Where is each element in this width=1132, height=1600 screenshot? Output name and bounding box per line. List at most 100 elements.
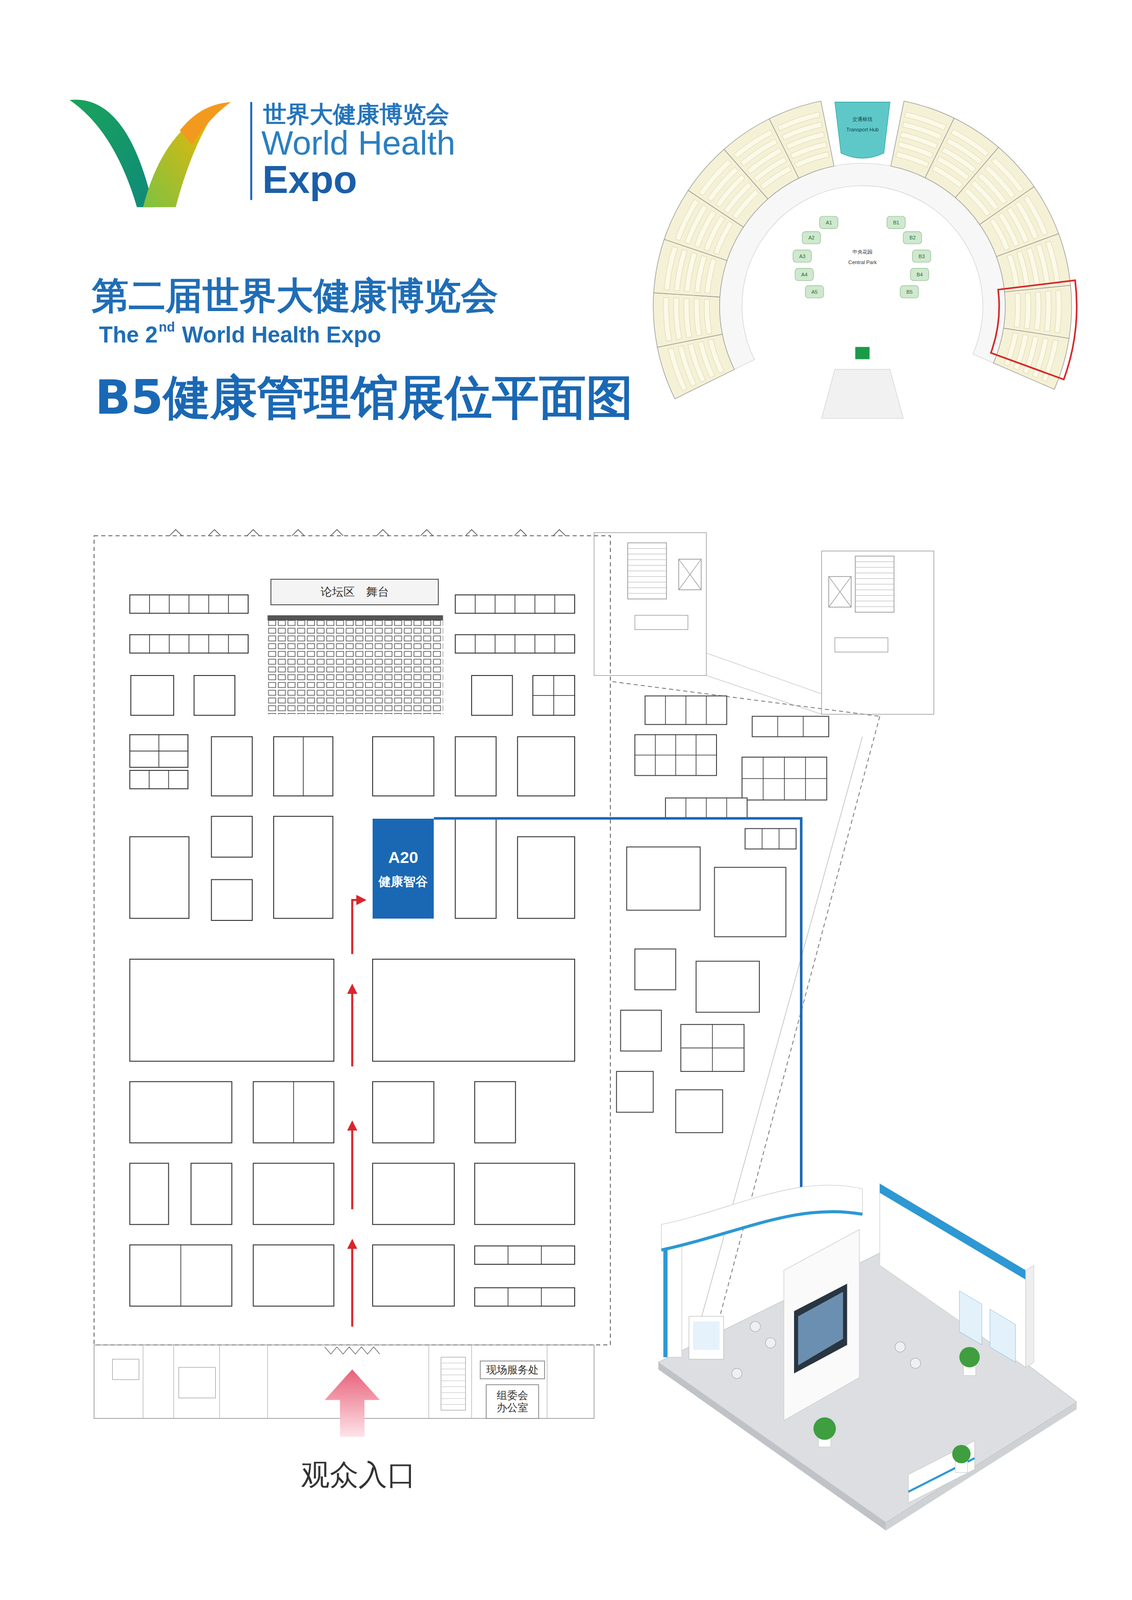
booth-outline (253, 1081, 334, 1143)
screen-image (798, 1291, 843, 1366)
leader-line (433, 818, 801, 1192)
desk-stripe (908, 1458, 975, 1492)
building-wall (546, 1344, 548, 1419)
display-image (693, 1321, 720, 1351)
booth (129, 836, 190, 919)
back-wall (879, 1183, 1026, 1368)
booth-outline (253, 1244, 334, 1306)
booth-row (991, 157, 1024, 193)
map-label: 观众入口 (301, 1459, 416, 1491)
garden-plot (793, 249, 812, 263)
stair-step (441, 1368, 466, 1370)
booth-divider (208, 634, 210, 654)
booth (273, 816, 333, 919)
reception-desk (908, 1440, 975, 1503)
booth-row (1034, 291, 1042, 331)
booth (130, 675, 174, 716)
gate-beam (661, 1184, 863, 1250)
map-label: The 2 (98, 322, 158, 348)
booth-outline (714, 867, 787, 937)
stair (441, 1357, 466, 1411)
wall-end (1025, 1265, 1034, 1368)
booth-outline (474, 1081, 516, 1143)
building-wall (821, 550, 934, 715)
booth-outline (273, 736, 333, 796)
route-arrow (351, 1240, 354, 1327)
booth-divider (507, 1246, 509, 1265)
booth (129, 1163, 169, 1225)
booth-divider (302, 736, 304, 796)
booth-row (698, 159, 732, 196)
logo (69, 99, 252, 208)
node-text: 组委会 办公室 (494, 1389, 531, 1414)
stair-step (627, 576, 667, 577)
booth-row (946, 138, 983, 165)
booth (191, 1163, 232, 1225)
stair-step (441, 1386, 466, 1387)
booth-divider (149, 634, 151, 654)
booth-row (753, 156, 787, 182)
toilet-row (835, 637, 888, 652)
garden-plot (900, 285, 919, 298)
booth (620, 1010, 662, 1051)
booth-row (977, 172, 1008, 205)
booth-outline (372, 736, 434, 796)
booth (253, 1163, 334, 1225)
transport-hub (835, 102, 891, 159)
booth (665, 798, 748, 819)
booth-divider (761, 828, 763, 850)
node-text: 健康智谷 (378, 874, 428, 889)
booth-outline (129, 1163, 169, 1225)
stair-step (855, 589, 894, 591)
booth-outline (455, 634, 575, 654)
booth-row (904, 111, 947, 130)
booth-outline (474, 1163, 575, 1225)
booth (211, 879, 253, 921)
booth-divider (664, 695, 666, 725)
booth-outline (130, 675, 174, 716)
booth-row (941, 147, 977, 173)
booth-row (707, 166, 739, 202)
booth-divider (188, 594, 190, 613)
booth (471, 675, 513, 716)
hall (653, 292, 723, 348)
booth (455, 736, 496, 796)
garden-plot (912, 249, 931, 263)
booth-divider (507, 1287, 509, 1306)
booth (742, 757, 827, 800)
plant (959, 1346, 980, 1368)
booth-divider (778, 828, 780, 850)
map-label: World Health Expo (181, 322, 382, 348)
booth-row (715, 174, 745, 208)
map-label: B5 (906, 289, 913, 295)
stair-step (855, 572, 894, 574)
booth (745, 828, 797, 850)
stair-step (627, 559, 667, 561)
elevator (678, 559, 702, 590)
booth-divider (802, 716, 804, 738)
booth-row (733, 129, 773, 158)
hall (996, 233, 1071, 292)
node-text: 论坛区 舞台 (320, 585, 390, 599)
chair (750, 1321, 761, 1332)
booth (634, 734, 717, 776)
booth-row (673, 297, 682, 340)
feature-wall (784, 1229, 860, 1421)
booth-row (1026, 247, 1040, 286)
elevator-cross (828, 576, 852, 608)
screen (794, 1283, 847, 1374)
booth-outline (517, 836, 575, 919)
booth (273, 736, 333, 796)
logo-wing (69, 99, 154, 208)
booth-divider (540, 1287, 542, 1306)
garden-plot (903, 231, 922, 245)
poster (959, 1290, 982, 1345)
stair-step (855, 600, 894, 602)
map-label: World Health (261, 124, 456, 162)
booth-row (984, 165, 1016, 198)
booth-row (694, 298, 702, 336)
booth-divider (685, 798, 687, 819)
booth (455, 594, 575, 613)
booth-divider (540, 1246, 542, 1265)
